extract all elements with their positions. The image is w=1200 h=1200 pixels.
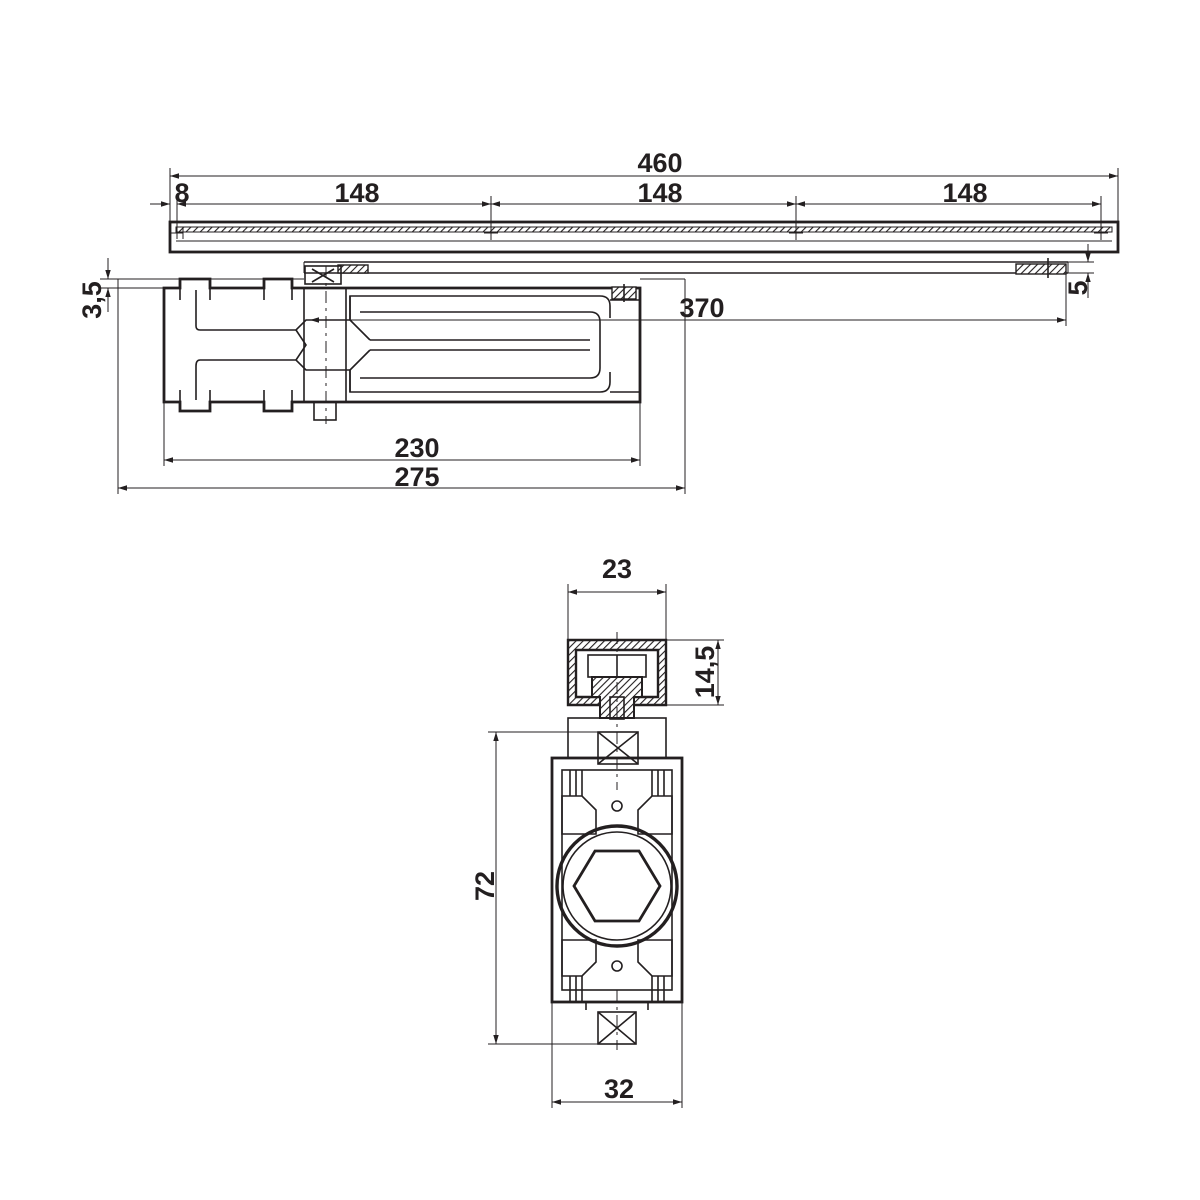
dimension-32: 32	[551, 1002, 683, 1108]
dim-rail-length: 460	[637, 148, 682, 178]
side-view: 460 8 148 148 148 3,5	[77, 148, 1120, 494]
dim-arm-reach: 370	[679, 293, 724, 323]
dim-rail-segment-2: 148	[637, 178, 682, 208]
end-view: 23 14,5 72 32	[470, 554, 724, 1108]
dim-rail-height: 14,5	[690, 646, 720, 699]
dimension-5: 5	[1063, 244, 1094, 298]
dim-body-height: 72	[470, 871, 500, 901]
bottom-square	[585, 990, 649, 1050]
slide-rail	[168, 220, 1120, 274]
rail-cross-section	[566, 632, 668, 790]
dimension-segments: 8 148 148 148	[150, 178, 1102, 228]
dim-rail-offset: 8	[174, 178, 189, 208]
dim-overall-length: 275	[394, 462, 439, 492]
dim-body-width: 32	[604, 1074, 634, 1104]
dimension-72: 72	[470, 731, 598, 1045]
dim-height-offset: 3,5	[77, 281, 107, 319]
dim-body-length: 230	[394, 433, 439, 463]
rail-screw-marks	[171, 226, 1108, 240]
slider-block-right	[1015, 258, 1067, 278]
closer-cross-section	[550, 756, 684, 1004]
dimension-3-5: 3,5	[77, 258, 304, 319]
slider-block-left	[304, 264, 369, 285]
dimension-460: 460	[169, 148, 1119, 252]
dimension-14-5: 14,5	[666, 639, 724, 706]
dim-rail-width: 23	[602, 554, 632, 584]
dim-rail-drop: 5	[1063, 280, 1093, 295]
spindle	[313, 266, 337, 424]
dimension-23: 23	[567, 554, 667, 640]
closer-body	[162, 277, 642, 413]
dimension-230: 230	[163, 402, 641, 466]
dimension-275: 275	[117, 278, 686, 494]
dim-rail-segment-3: 148	[942, 178, 987, 208]
dim-rail-segment-1: 148	[334, 178, 379, 208]
dimension-370: 370	[310, 274, 1067, 326]
